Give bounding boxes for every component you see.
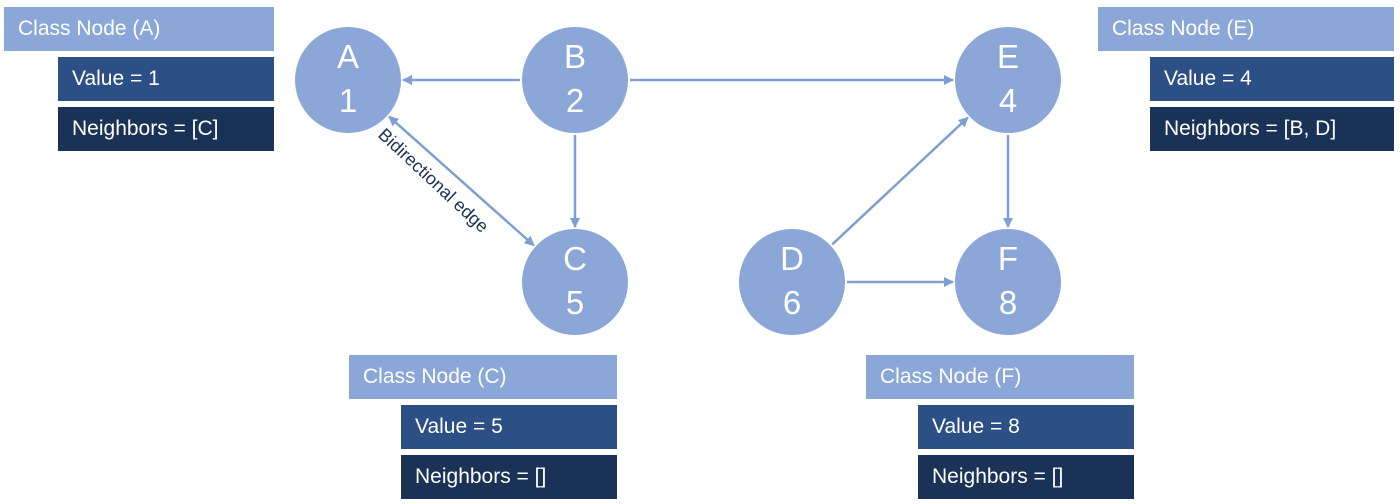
node-e-letter: E [997, 38, 1019, 75]
node-a: A1 [295, 27, 401, 133]
bidirectional-edge-label: Bidirectional edge [374, 124, 492, 236]
node-d: D6 [739, 229, 845, 335]
node-f-letter: F [998, 240, 1018, 277]
class-node-e-title: Class Node (E) [1098, 7, 1394, 51]
node-d-circle [739, 229, 845, 335]
edges-layer [388, 75, 1013, 287]
node-b-value: 2 [566, 82, 584, 119]
class-node-f-neighbors: Neighbors = [] [918, 455, 1134, 499]
node-e-value: 4 [999, 82, 1017, 119]
edge-a-c [388, 115, 535, 247]
node-a-value: 1 [339, 82, 357, 119]
node-c: C5 [522, 229, 628, 335]
class-node-c-title: Class Node (C) [349, 355, 617, 399]
node-b-letter: B [564, 38, 586, 75]
class-node-e-neighbors: Neighbors = [B, D] [1150, 107, 1394, 151]
class-node-f-title: Class Node (F) [866, 355, 1134, 399]
node-d-value: 6 [783, 284, 801, 321]
class-node-a-neighbors: Neighbors = [C] [58, 107, 274, 151]
node-f-circle [955, 229, 1061, 335]
node-e-circle [955, 27, 1061, 133]
class-node-c-neighbors: Neighbors = [] [401, 455, 617, 499]
node-e: E4 [955, 27, 1061, 133]
node-a-letter: A [337, 38, 359, 75]
class-node-e-value: Value = 4 [1150, 57, 1394, 101]
class-node-c-value: Value = 5 [401, 405, 617, 449]
node-a-circle [295, 27, 401, 133]
class-node-a-value: Value = 1 [58, 57, 274, 101]
node-f-value: 8 [999, 284, 1017, 321]
node-c-value: 5 [566, 284, 584, 321]
node-d-letter: D [780, 240, 804, 277]
node-b-circle [522, 27, 628, 133]
node-b: B2 [522, 27, 628, 133]
edge-d-e [831, 116, 969, 246]
class-node-a-title: Class Node (A) [4, 7, 274, 51]
node-f: F8 [955, 229, 1061, 335]
class-node-f-value: Value = 8 [918, 405, 1134, 449]
node-c-letter: C [563, 240, 587, 277]
node-c-circle [522, 229, 628, 335]
